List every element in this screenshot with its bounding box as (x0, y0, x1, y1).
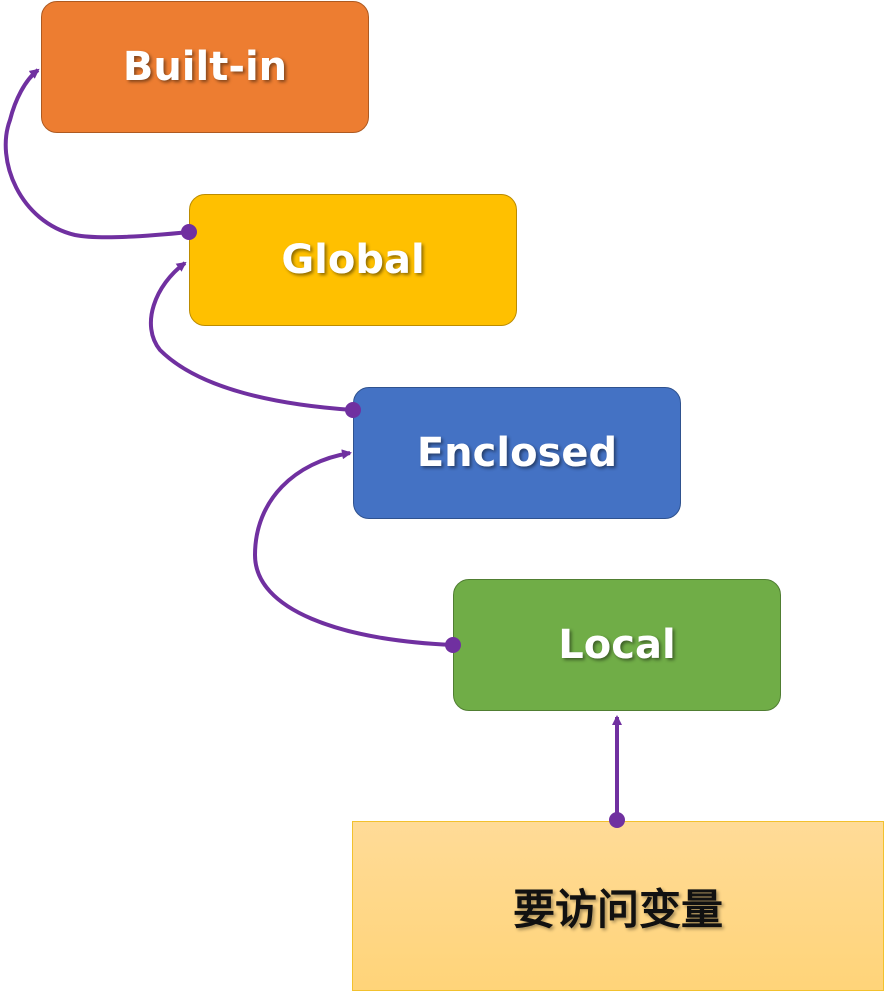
node-enclosed: Enclosed (353, 387, 681, 519)
node-variable-to-access: 要访问变量 (352, 821, 884, 991)
node-global: Global (189, 194, 517, 326)
node-built-in: Built-in (41, 1, 369, 133)
edge-variable-to-local (609, 715, 625, 828)
node-local: Local (453, 579, 781, 711)
